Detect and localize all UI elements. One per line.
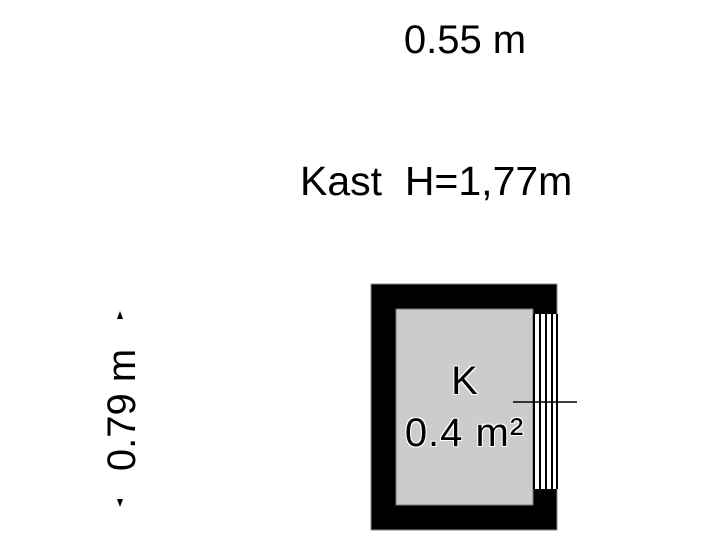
width-dimension-label: 0.55 m (403, 18, 527, 62)
room-code-label: K (451, 359, 478, 403)
arrow-down-icon (117, 499, 123, 507)
room-floor[interactable] (395, 308, 534, 506)
room-title: Kast H=1,77m (300, 158, 573, 204)
arrow-up-icon (117, 311, 123, 319)
room-area-label: 0.4 m² (404, 411, 525, 455)
depth-dimension: 0.79 m (92, 300, 152, 520)
